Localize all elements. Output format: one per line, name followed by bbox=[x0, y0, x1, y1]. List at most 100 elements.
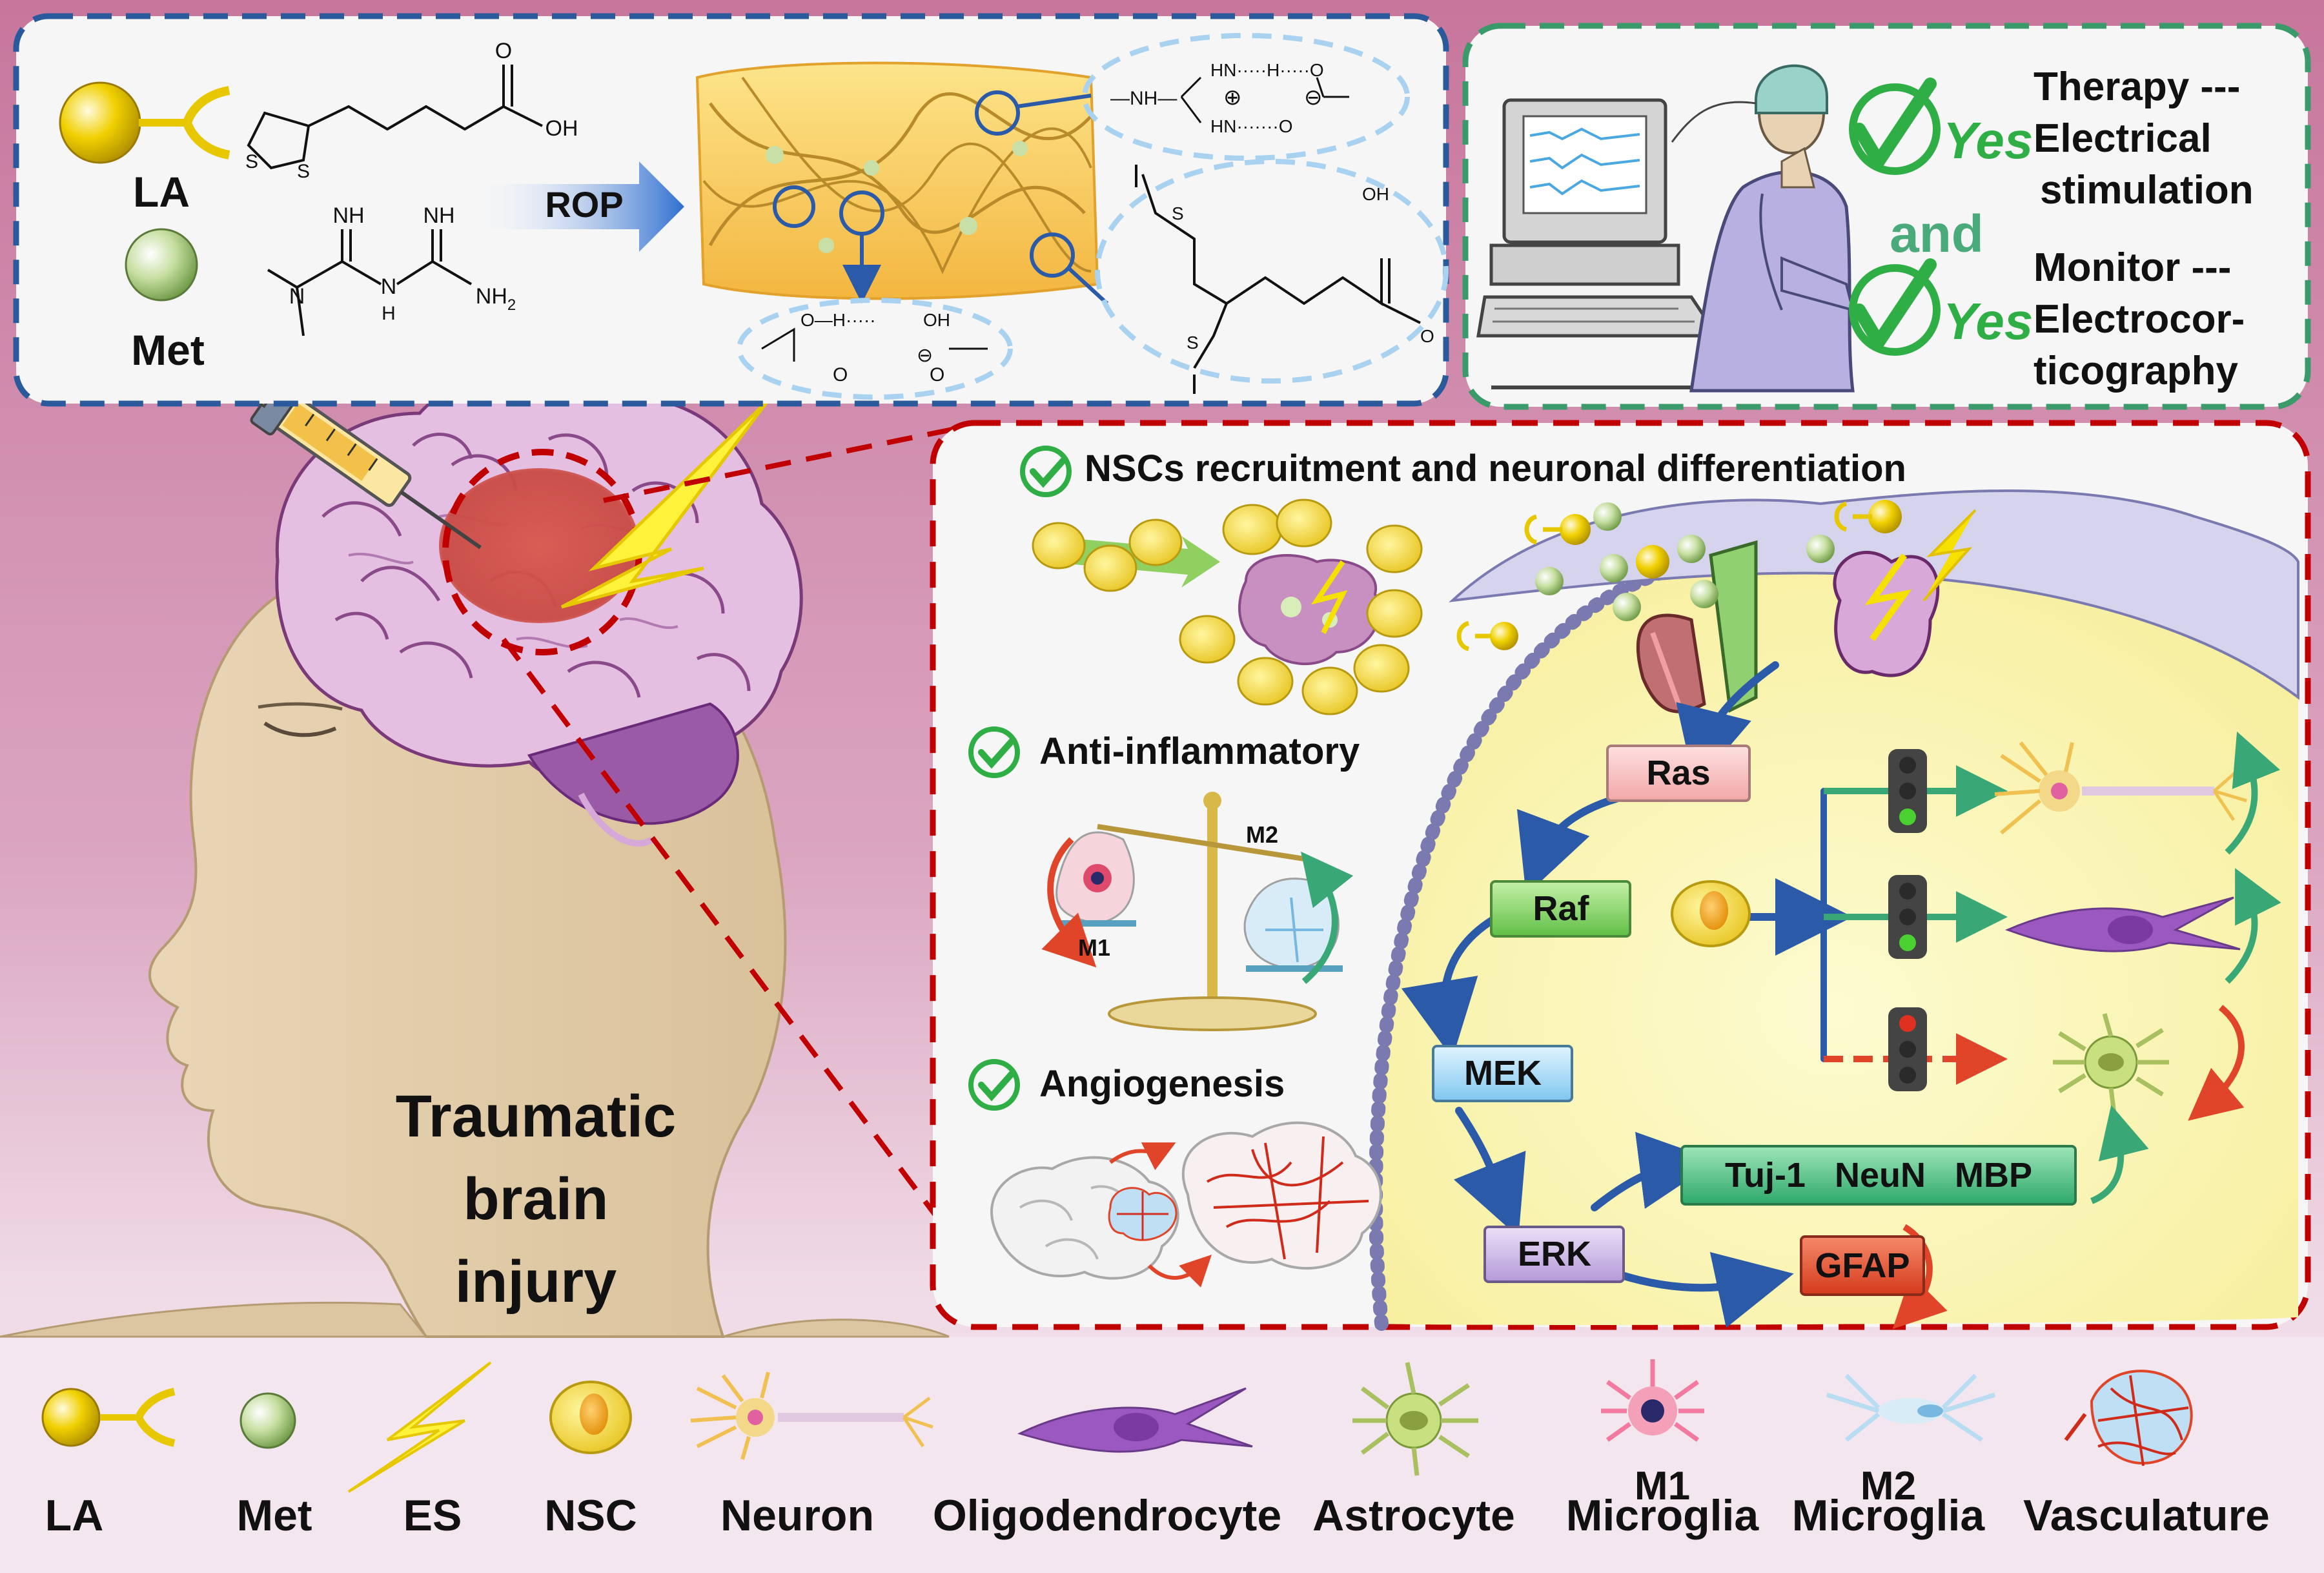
la-o-atom: O bbox=[495, 39, 512, 63]
therapy-line-4: Monitor --- bbox=[2034, 245, 2231, 290]
oligodendrocyte-cell bbox=[2004, 896, 2241, 952]
therapy-line-3: stimulation bbox=[2040, 168, 2254, 212]
title-line-1: Traumatic bbox=[396, 1084, 677, 1149]
and-label: and bbox=[1890, 205, 1984, 263]
raf-box bbox=[1490, 880, 1631, 938]
mechanism-panel: NSCs recruitment and neuronal differenti… bbox=[930, 420, 2311, 1331]
electrical-stimulation-bolt bbox=[560, 399, 770, 609]
legend-m2-microglia-icon bbox=[1826, 1373, 1996, 1442]
title-line-2: brain bbox=[464, 1166, 609, 1232]
chem-hn-o: HN·······O bbox=[1210, 116, 1293, 136]
lipoic-acid-structure bbox=[247, 65, 543, 170]
ras-label: Ras bbox=[1646, 754, 1710, 792]
markers-box bbox=[1680, 1145, 2077, 1206]
la-s1-atom: S bbox=[245, 151, 258, 172]
yes-label-1: Yes bbox=[1943, 112, 2033, 169]
met-h: H bbox=[382, 303, 396, 324]
chem-o-1: O bbox=[833, 364, 848, 386]
legend-neuron-icon bbox=[690, 1372, 933, 1460]
chem-plus: ⊕ bbox=[1223, 85, 1242, 110]
chem-minus: ⊖ bbox=[1304, 85, 1323, 110]
angio-heading: Angiogenesis bbox=[1039, 1063, 1285, 1105]
legend-astrocyte-icon bbox=[1352, 1362, 1478, 1476]
metformin-structure bbox=[267, 229, 473, 336]
chem-hn-h-o: HN·····H·····O bbox=[1210, 60, 1324, 80]
legend-label-astrocyte: Astrocyte bbox=[1312, 1491, 1515, 1540]
gfap-label: GFAP bbox=[1815, 1246, 1910, 1285]
hydrogel-block bbox=[695, 61, 1099, 300]
guanidinium-carboxylate-ellipse bbox=[1082, 33, 1410, 161]
legend-sup-m2: M2 bbox=[1860, 1464, 1916, 1508]
therapy-line-5: Electrocor- bbox=[2034, 297, 2245, 342]
therapy-line-2: Electrical bbox=[2034, 116, 2212, 161]
synthesis-panel: LA Met O OH S S NH NH bbox=[13, 13, 1449, 407]
traffic-light-3 bbox=[1888, 1007, 1927, 1091]
chem-s-2: S bbox=[1187, 333, 1199, 353]
gfap-box bbox=[1800, 1235, 1925, 1296]
title-line-3: injury bbox=[455, 1249, 617, 1315]
la-icon bbox=[59, 81, 230, 164]
chem-o-3: O bbox=[1420, 326, 1434, 346]
met-n-center: N bbox=[381, 274, 397, 299]
legend-sup-m1: M1 bbox=[1635, 1464, 1690, 1508]
met-nh2-group: NH2 bbox=[476, 284, 516, 314]
m1-m2-balance-illustration bbox=[1041, 792, 1354, 1031]
legend-label-oligodendrocyte: Oligodendrocyte bbox=[933, 1491, 1281, 1540]
check-icon-nscs bbox=[1020, 446, 1072, 497]
erk-label: ERK bbox=[1518, 1235, 1591, 1273]
met-nh1: NH bbox=[332, 203, 364, 228]
patient-icon bbox=[1671, 64, 1855, 393]
m1-label: M1 bbox=[1078, 934, 1110, 961]
neuron-cell bbox=[1994, 741, 2247, 835]
legend-es-icon bbox=[347, 1361, 492, 1493]
membrane-receptors bbox=[1456, 500, 1977, 714]
oligo-up-arrow bbox=[2225, 868, 2281, 984]
chem-nh-dash: —NH— bbox=[1110, 88, 1177, 109]
yes-check-2 bbox=[1849, 258, 1941, 356]
anti-heading: Anti-inflammatory bbox=[1039, 730, 1360, 772]
nsc-migration-illustration bbox=[1032, 499, 1423, 715]
legend-oligodendrocyte-icon bbox=[1017, 1387, 1253, 1453]
legend-met-icon bbox=[240, 1392, 296, 1449]
traffic-light-2 bbox=[1888, 875, 1927, 959]
extracellular-region bbox=[1449, 489, 2299, 700]
angiogenesis-illustration bbox=[990, 1121, 1382, 1288]
legend-label-neuron: Neuron bbox=[720, 1491, 874, 1540]
m2-label: M2 bbox=[1246, 821, 1278, 848]
legend: LA Met ES NSC Neuron Oligodendrocyte Ast… bbox=[41, 1359, 2270, 1540]
h-bond-ellipse bbox=[737, 298, 1013, 400]
rop-arrow bbox=[465, 161, 684, 252]
raf-label: Raf bbox=[1533, 889, 1589, 928]
met-nh2: NH bbox=[423, 203, 454, 228]
lesion bbox=[439, 468, 639, 623]
legend-label-nsc: NSC bbox=[544, 1491, 637, 1540]
therapy-line-1: Therapy --- bbox=[2034, 65, 2240, 109]
chem-oh-h: OH bbox=[923, 310, 950, 330]
therapy-panel: Yes and Yes Therapy --- Electrical stimu… bbox=[1462, 23, 2311, 410]
markers-up-arrow bbox=[2090, 1105, 2149, 1204]
zoom-line-top bbox=[603, 424, 969, 503]
legend-la-icon bbox=[41, 1388, 176, 1447]
chem-o-2: O bbox=[930, 364, 944, 386]
therapy-line-6: ticography bbox=[2034, 349, 2238, 393]
markers-label: Tuj-1 NeuN MBP bbox=[1725, 1156, 2032, 1195]
polymer-backbone bbox=[1135, 165, 1421, 394]
polymer-chain-ellipse bbox=[1095, 159, 1449, 384]
legend-label-vasculature: Vasculature bbox=[2023, 1491, 2270, 1540]
la-s2-atom: S bbox=[297, 161, 310, 182]
legend-label-met: Met bbox=[236, 1491, 312, 1540]
legend-label-m2-microglia: Microglia bbox=[1792, 1491, 1986, 1540]
yes-check-1 bbox=[1849, 77, 1941, 175]
check-icon-anti bbox=[968, 726, 1020, 778]
chem-o-h: O—H····· bbox=[800, 310, 876, 330]
legend-band bbox=[0, 1337, 2324, 1573]
nscs-heading: NSCs recruitment and neuronal differenti… bbox=[1085, 447, 1906, 489]
chem-oh-3: OH bbox=[1362, 184, 1389, 204]
computer-icon bbox=[1476, 98, 1720, 389]
traffic-light-1 bbox=[1888, 749, 1927, 833]
chem-minus-2: ⊖ bbox=[917, 345, 933, 366]
met-icon bbox=[125, 228, 198, 302]
legend-nsc-icon bbox=[549, 1381, 632, 1454]
met-n: N bbox=[289, 284, 305, 309]
